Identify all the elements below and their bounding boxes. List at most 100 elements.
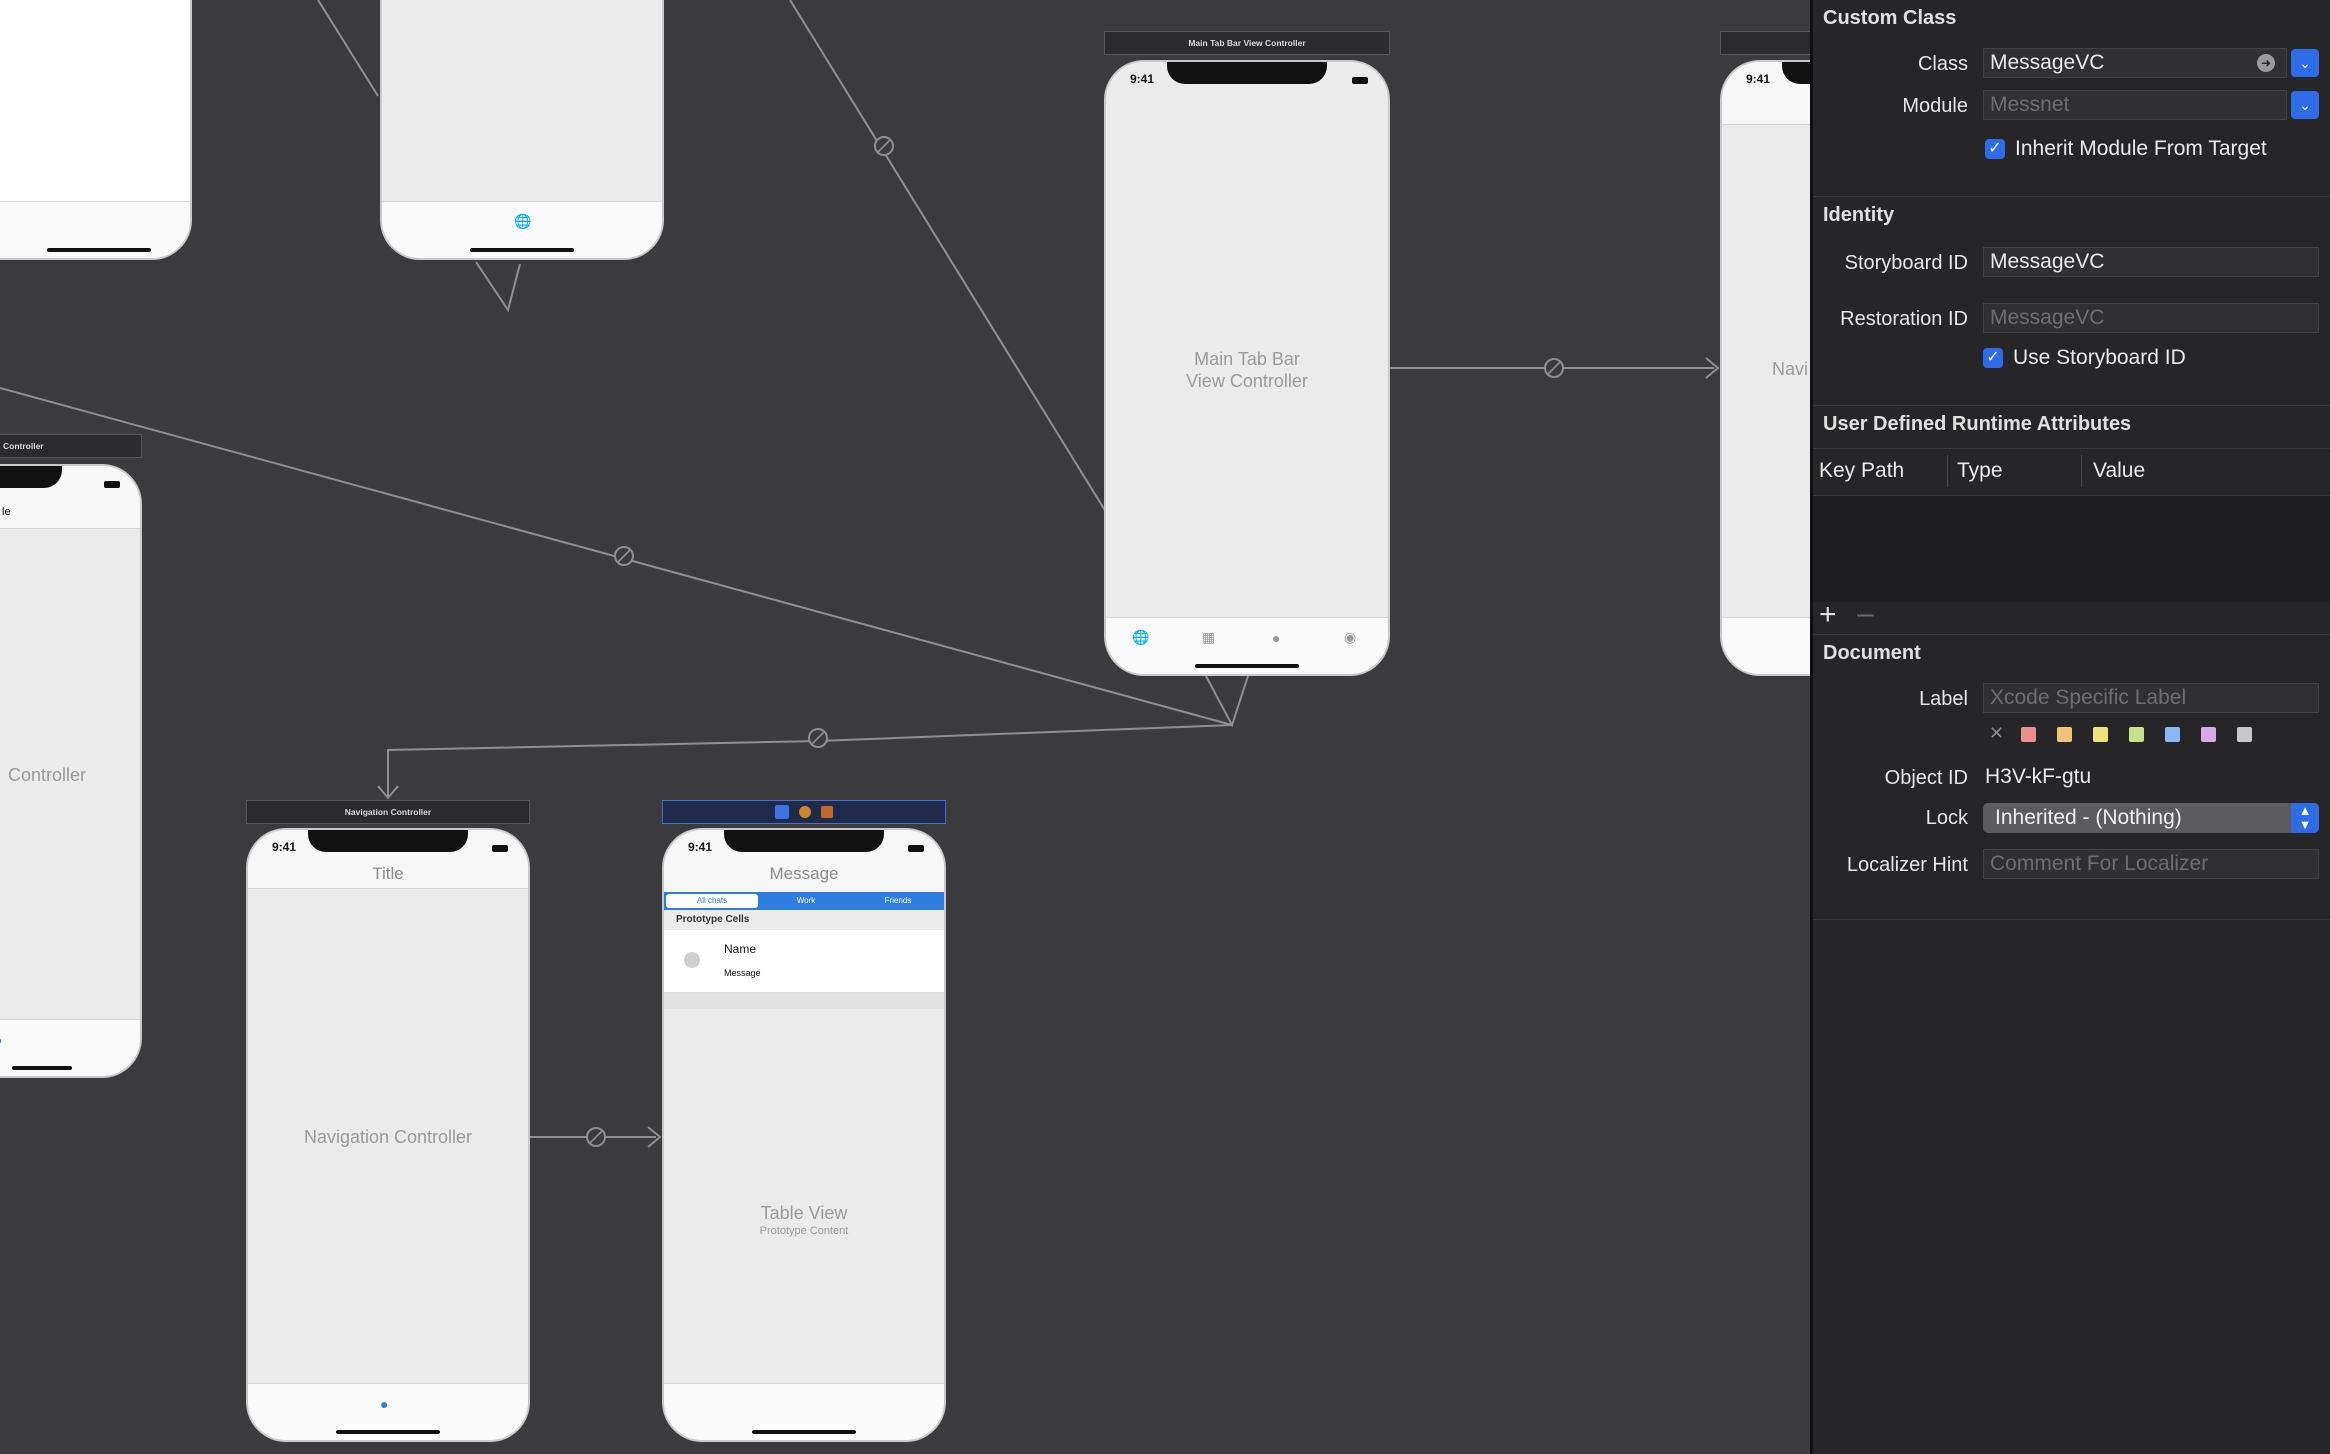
storyboard-canvas[interactable]: 🌐 Main Tab Bar View Controller 9:41 Main… [0,0,1810,1454]
storyboard-id-field[interactable]: MessageVC [1983,247,2319,277]
column-type[interactable]: Type [1957,459,2003,482]
chat-bubble-icon[interactable]: ● [380,1396,389,1412]
battery-icon [492,845,508,852]
prototype-cell[interactable]: Name Message [664,930,944,993]
segue-line [1205,675,1249,728]
scene-left-partial[interactable]: le Controller ● [0,464,142,1078]
class-field[interactable]: MessageVC [1983,48,2287,78]
prototype-cells-header: Prototype Cells [676,914,750,925]
scene-dock-message[interactable] [662,800,946,824]
arrow-circle-icon[interactable]: ➜ [2257,54,2275,72]
first-responder-icon[interactable] [799,806,811,818]
navigation-controller-scene[interactable]: 9:41 Title Navigation Controller ● [246,828,530,1442]
runtime-attributes-section: User Defined Runtime Attributes Key Path… [1813,406,2330,635]
nav-title: Title [372,864,404,883]
document-section: Document Label Xcode Specific Label ✕ Ob… [1813,635,2330,920]
scene-top-second[interactable]: 🌐 [380,0,664,260]
minus-icon[interactable]: – [1857,597,1874,630]
color-swatch[interactable] [2057,727,2072,742]
color-swatch[interactable] [2021,727,2036,742]
globe-icon: 🌐 [514,213,532,229]
segue-line [789,0,1107,513]
chat-bubble-icon[interactable]: ● [1272,630,1281,646]
arrowhead [1705,357,1720,379]
battery-icon [908,845,924,852]
segue-line [387,724,1233,796]
segue-layer [0,0,1720,1148]
message-scene[interactable]: 9:41 Message All chats Work Friends Prot… [662,828,946,1442]
view-controller-icon[interactable] [775,805,789,819]
segment-friends[interactable]: Friends [884,896,912,905]
status-time: 9:41 [1746,72,1771,86]
lock-label: Lock [1925,807,1968,829]
left-scene-label: Controller [8,765,87,785]
scene-title-navigation[interactable]: Navigation Controller [246,800,530,824]
status-time: 9:41 [688,840,713,854]
profile-icon[interactable]: ◉ [1344,629,1357,645]
localizer-hint-label: Localizer Hint [1846,854,1968,876]
use-storyboard-id-checkbox[interactable]: ✓ [1983,348,2003,368]
column-value[interactable]: Value [2093,459,2146,482]
restoration-id-label: Restoration ID [1840,308,1968,330]
section-header: Identity [1823,204,1895,226]
module-label: Module [1902,95,1968,117]
chevron-down-icon[interactable]: ⌄ [2291,49,2319,77]
lock-value: Inherited - (Nothing) [1995,806,2182,829]
inherit-module-label: Inherit Module From Target [2015,137,2267,160]
column-key-path[interactable]: Key Path [1819,459,1905,482]
status-time: 9:41 [272,840,297,854]
exit-icon[interactable] [821,806,833,818]
arrowhead [377,785,399,800]
scene-right-partial[interactable]: 9:41 Navi [1720,60,1810,676]
clear-color-icon[interactable]: ✕ [1989,723,2005,743]
color-swatch[interactable] [2093,727,2108,742]
color-swatch[interactable] [2165,727,2180,742]
map-icon[interactable]: ▦ [1202,629,1216,645]
label-label: Label [1919,688,1968,710]
segmented-control[interactable]: All chats Work Friends [664,892,944,910]
arrowhead [647,1126,662,1148]
table-view-label: Table View Prototype Content [759,1203,849,1237]
label-field[interactable]: Xcode Specific Label [1983,683,2319,713]
scene-title-right[interactable] [1720,31,1810,55]
cell-name-label: Name [724,942,757,956]
avatar-icon [684,952,700,968]
custom-class-section: Custom Class Class MessageVC ➜ ⌄ Module … [1813,0,2330,197]
updown-chevron-icon: ▲▼ [2291,803,2319,833]
lock-popup[interactable]: Inherited - (Nothing) ▲▼ [1983,803,2319,833]
identity-section: Identity Storyboard ID MessageVC Restora… [1813,197,2330,406]
object-id-label: Object ID [1884,767,1968,789]
segue-line [317,0,379,97]
scene-title-main-tab-bar[interactable]: Main Tab Bar View Controller [1104,31,1390,55]
chevron-down-icon[interactable]: ⌄ [2291,91,2319,119]
attributes-table-header: Key Path Type Value [1813,448,2330,496]
section-header: User Defined Runtime Attributes [1823,413,2132,435]
left-scene-title: le [2,506,11,518]
use-storyboard-id-label: Use Storyboard ID [2013,346,2186,369]
main-tab-bar-label: Main Tab Bar View Controller [1186,349,1308,391]
battery-icon [104,481,120,488]
localizer-hint-field[interactable]: Comment For Localizer [1983,849,2319,879]
main-tab-bar-scene[interactable]: 9:41 Main Tab Bar View Controller 🌐 ▦ ● … [1104,60,1390,676]
color-swatch[interactable] [2201,727,2216,742]
message-nav-title: Message [769,864,839,883]
color-swatch[interactable] [2237,727,2252,742]
attributes-table-body[interactable] [1813,496,2330,602]
globe-icon[interactable]: 🌐 [1132,629,1150,645]
section-header: Custom Class [1823,7,1957,29]
plus-icon[interactable]: + [1819,598,1837,631]
color-swatch[interactable] [2129,727,2144,742]
chat-bubble-icon: ● [0,1032,2,1048]
module-field[interactable]: Messnet [1983,90,2287,120]
segment-all-chats[interactable]: All chats [666,894,758,908]
storyboard-id-label: Storyboard ID [1844,252,1968,274]
scene-title-left[interactable]: Controller [0,434,142,458]
scene-top-left[interactable] [0,0,192,260]
restoration-id-field[interactable]: MessageVC [1983,303,2319,333]
identity-inspector: Custom Class Class MessageVC ➜ ⌄ Module … [1810,0,2330,1454]
inherit-module-checkbox[interactable]: ✓ [1985,139,2005,159]
object-id-value: H3V-kF-gtu [1985,765,2092,788]
segment-work[interactable]: Work [796,896,816,905]
battery-icon [1352,77,1368,84]
status-time: 9:41 [1130,72,1155,86]
